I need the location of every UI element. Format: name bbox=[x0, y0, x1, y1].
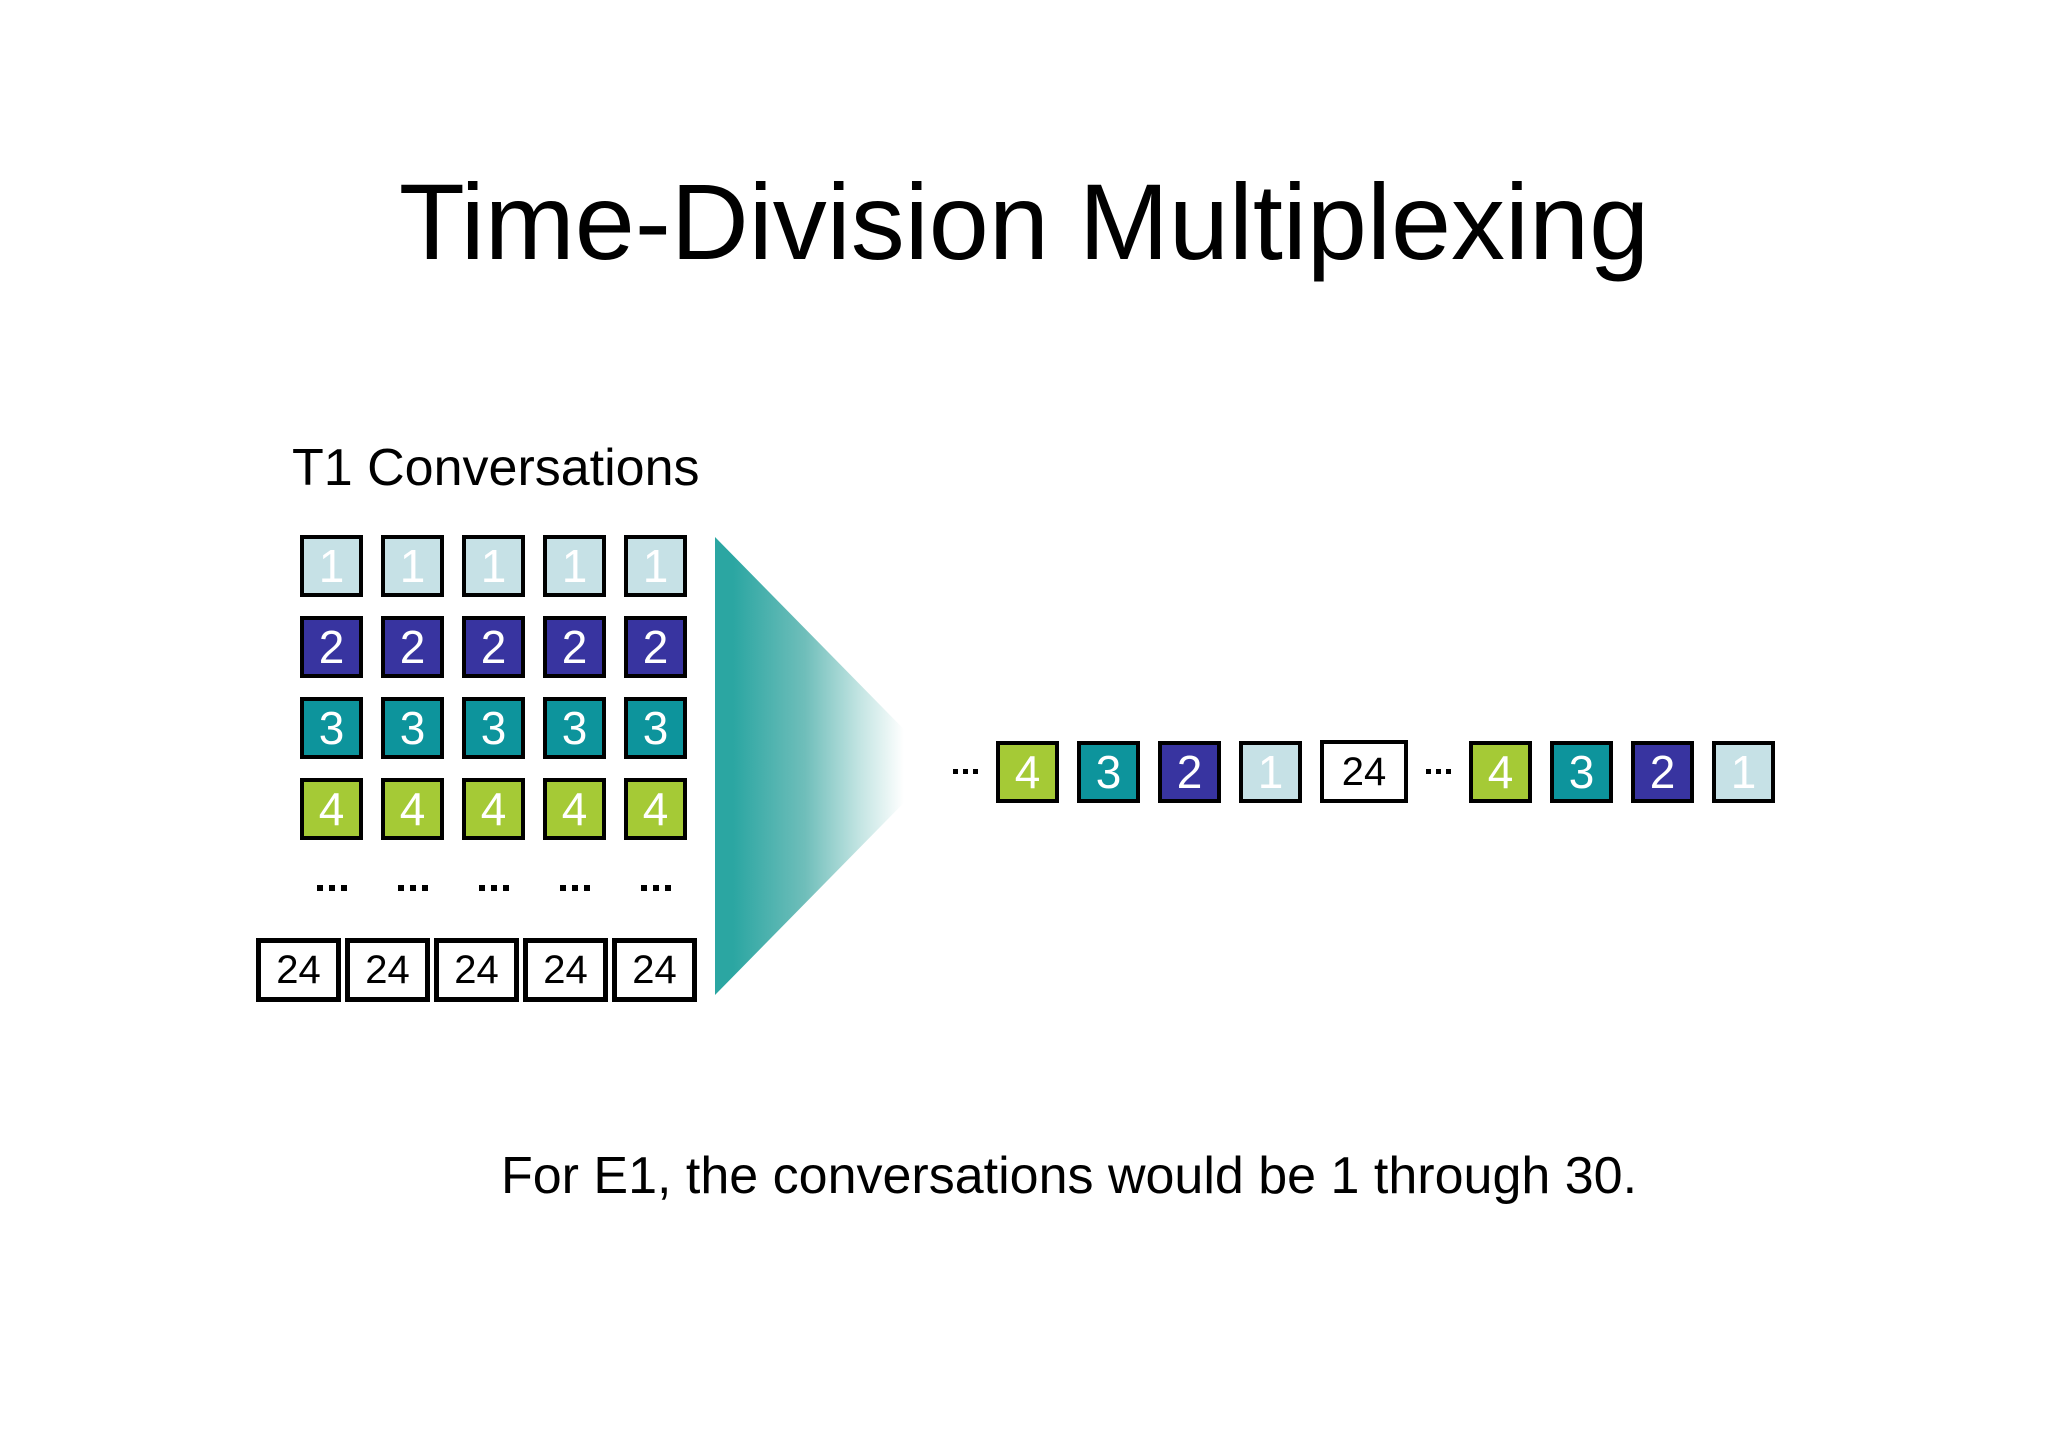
multiplexer-triangle bbox=[715, 537, 940, 995]
timeslot-box: 1 bbox=[462, 535, 525, 597]
ellipsis-dots bbox=[543, 885, 606, 891]
timeslot-box: 3 bbox=[462, 697, 525, 759]
dot bbox=[652, 885, 659, 891]
timeslot-box: 3 bbox=[624, 697, 687, 759]
timeslot-box: 4 bbox=[543, 778, 606, 840]
dot bbox=[583, 885, 590, 891]
timeslot-box: 1 bbox=[624, 535, 687, 597]
slide-caption: For E1, the conversations would be 1 thr… bbox=[500, 1147, 1638, 1205]
ellipsis-dots bbox=[381, 885, 444, 891]
timeslot-box: 4 bbox=[624, 778, 687, 840]
timeslot-box: 24 bbox=[1320, 740, 1408, 803]
timeslot-box: 1 bbox=[381, 535, 444, 597]
timeslot-box: 2 bbox=[1631, 740, 1694, 803]
timeslot-box: 4 bbox=[1469, 740, 1532, 803]
dot bbox=[973, 769, 978, 774]
dot bbox=[953, 769, 958, 774]
ellipsis-dots bbox=[624, 885, 687, 891]
timeslot-box: 24 bbox=[612, 938, 697, 1002]
timeslot-box: 24 bbox=[434, 938, 519, 1002]
timeslot-box: 1 bbox=[1239, 740, 1302, 803]
ellipsis-dots bbox=[1426, 769, 1451, 774]
slide-title: Time-Division Multiplexing bbox=[398, 161, 1650, 282]
dot bbox=[478, 885, 485, 891]
ellipsis-dots bbox=[953, 769, 978, 774]
timeslot-box: 3 bbox=[1550, 740, 1613, 803]
dot bbox=[328, 885, 335, 891]
dot bbox=[397, 885, 404, 891]
dot bbox=[490, 885, 497, 891]
grid-row-ellipsis bbox=[300, 868, 687, 908]
dot bbox=[1446, 769, 1451, 774]
t1-conversations-label: T1 Conversations bbox=[292, 439, 700, 497]
timeslot-box: 1 bbox=[543, 535, 606, 597]
dot bbox=[340, 885, 347, 891]
timeslot-box: 2 bbox=[462, 616, 525, 678]
ellipsis-dots bbox=[462, 885, 525, 891]
dot bbox=[571, 885, 578, 891]
timeslot-box: 24 bbox=[256, 938, 341, 1002]
timeslot-box: 4 bbox=[996, 740, 1059, 803]
dot bbox=[1436, 769, 1441, 774]
timeslot-box: 2 bbox=[624, 616, 687, 678]
timeslot-box: 3 bbox=[381, 697, 444, 759]
dot bbox=[559, 885, 566, 891]
timeslot-box: 1 bbox=[1712, 740, 1775, 803]
timeslot-box: 3 bbox=[1077, 740, 1140, 803]
timeslot-box: 24 bbox=[523, 938, 608, 1002]
timeslot-box: 4 bbox=[381, 778, 444, 840]
ellipsis-dots bbox=[300, 885, 363, 891]
timeslot-box: 3 bbox=[543, 697, 606, 759]
dot bbox=[640, 885, 647, 891]
dot bbox=[316, 885, 323, 891]
timeslot-box: 24 bbox=[345, 938, 430, 1002]
dot bbox=[963, 769, 968, 774]
timeslot-box: 4 bbox=[300, 778, 363, 840]
dot bbox=[421, 885, 428, 891]
timeslot-box: 2 bbox=[381, 616, 444, 678]
dot bbox=[502, 885, 509, 891]
dot bbox=[664, 885, 671, 891]
timeslot-box: 3 bbox=[300, 697, 363, 759]
timeslot-box: 2 bbox=[300, 616, 363, 678]
timeslot-box: 2 bbox=[1158, 740, 1221, 803]
timeslot-box: 4 bbox=[462, 778, 525, 840]
timeslot-box: 1 bbox=[300, 535, 363, 597]
dot bbox=[409, 885, 416, 891]
timeslot-box: 2 bbox=[543, 616, 606, 678]
dot bbox=[1426, 769, 1431, 774]
